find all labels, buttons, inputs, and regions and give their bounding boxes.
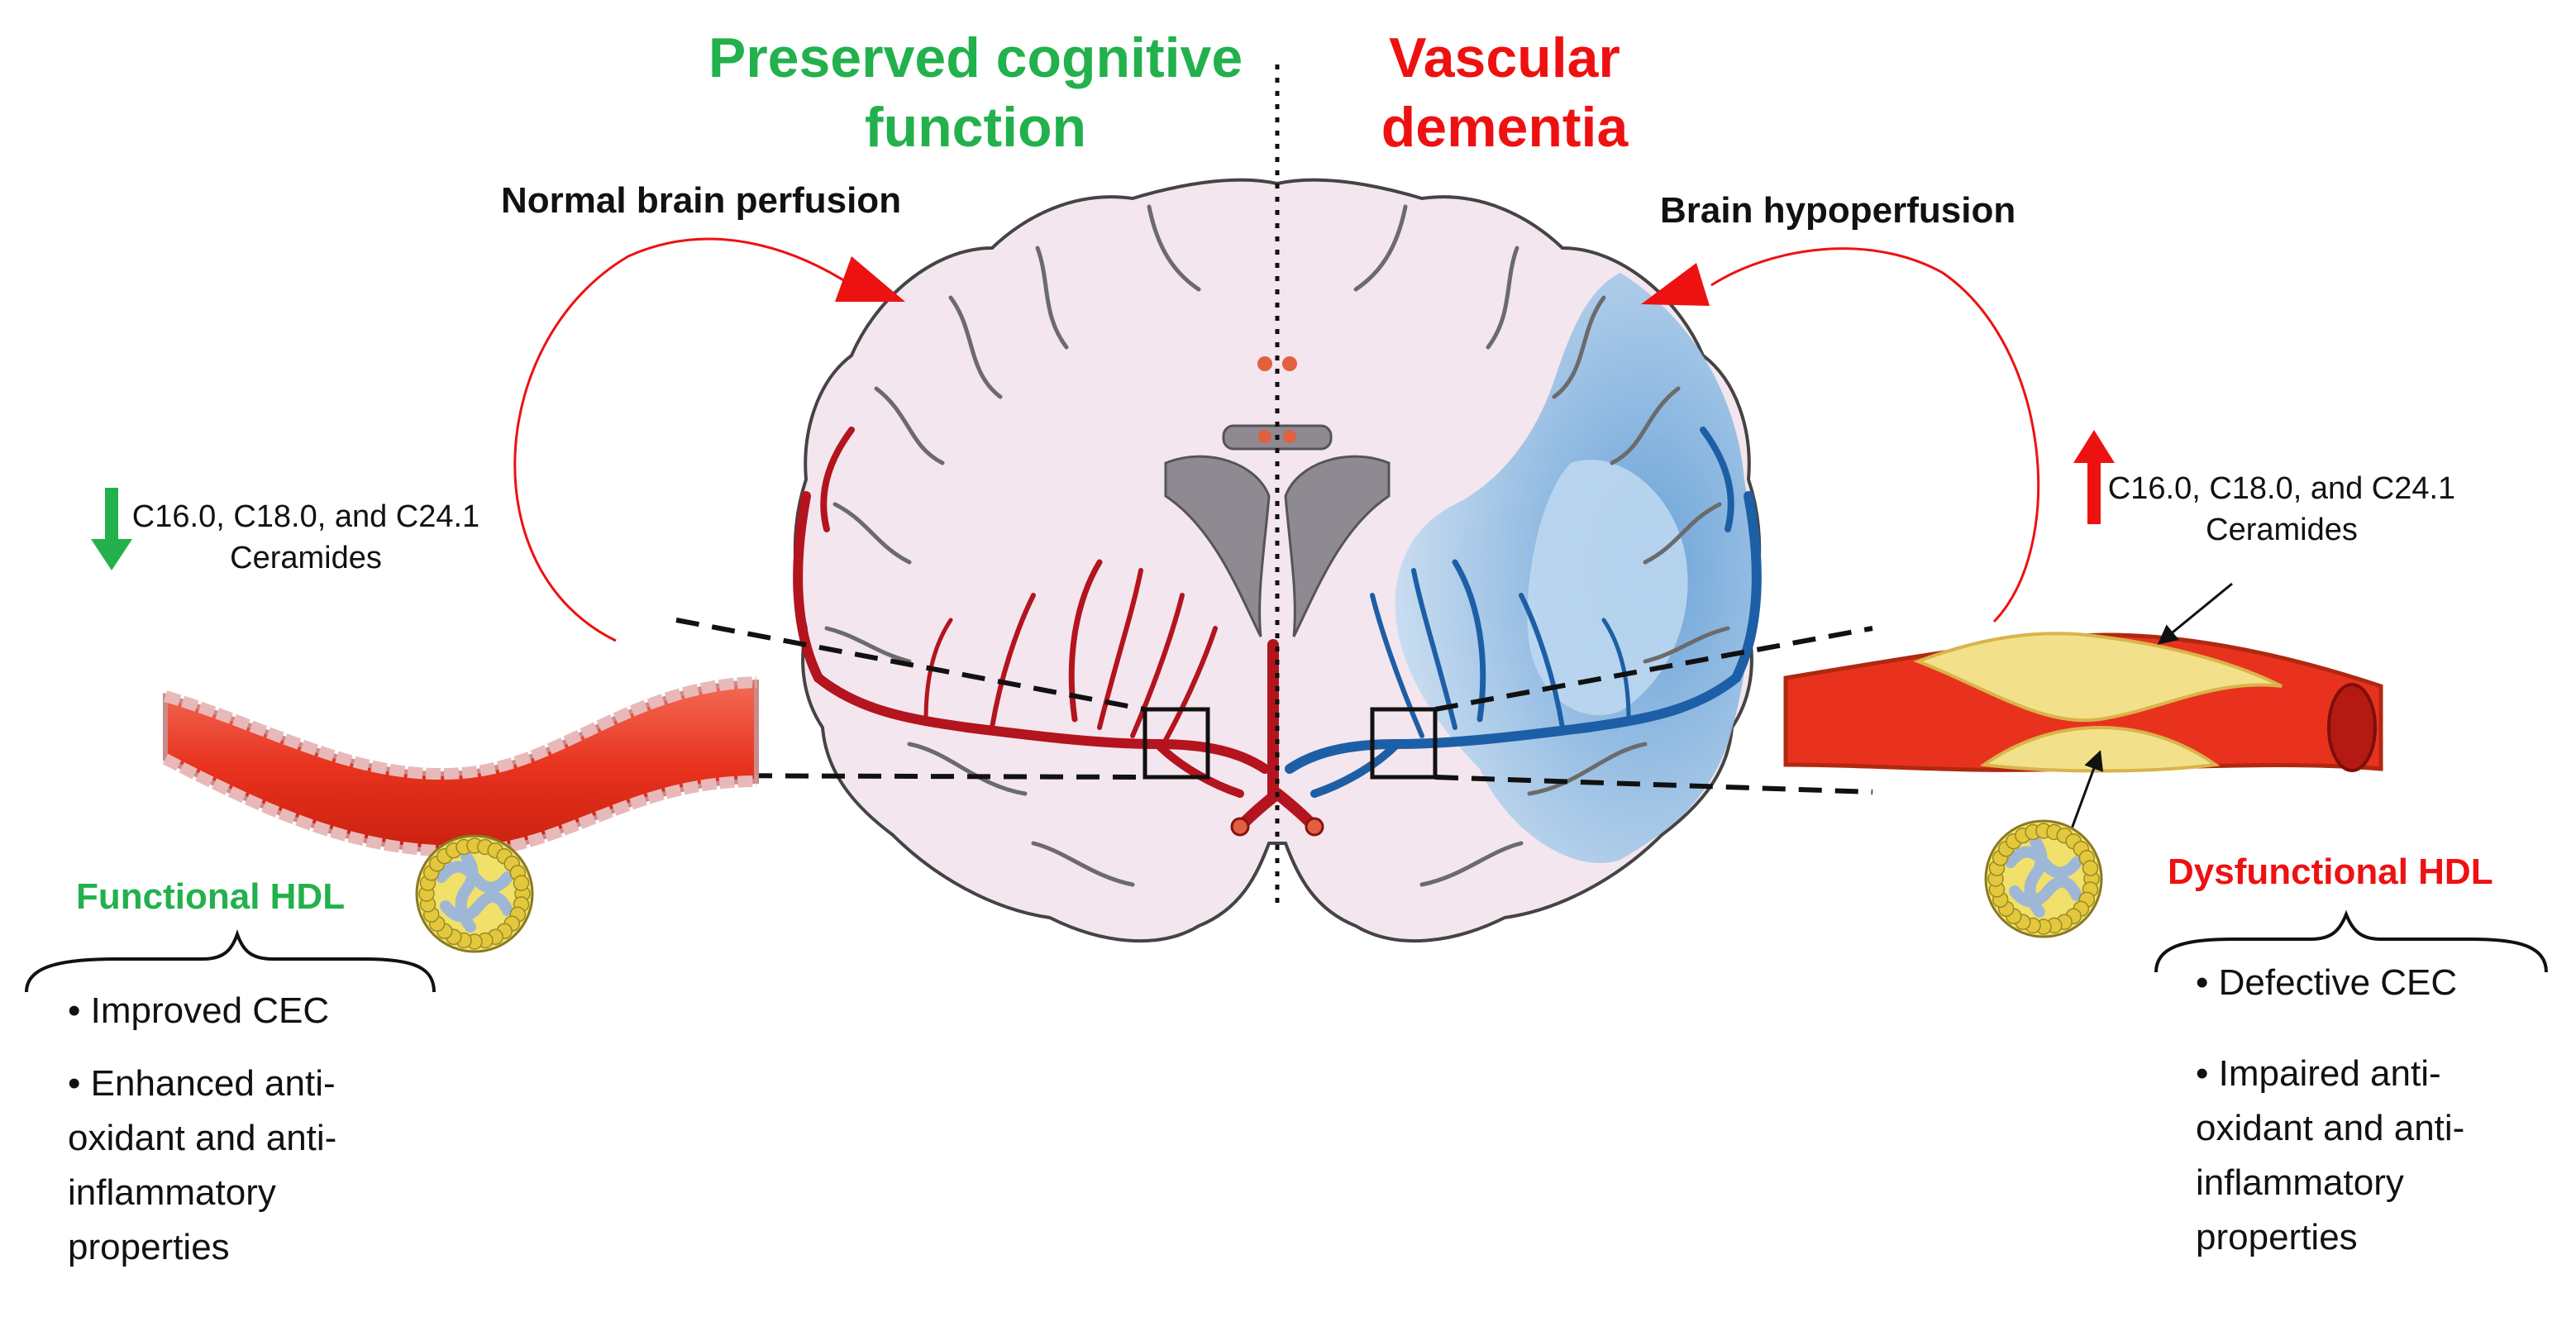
left-point-2-line-1: • Enhanced anti- bbox=[68, 1063, 336, 1104]
hdl-particle-icon bbox=[1984, 819, 2103, 938]
title-preserved-cognitive-function: Preserved cognitive function bbox=[703, 23, 1248, 162]
right-point-2-line-2: oxidant and anti- bbox=[2196, 1108, 2465, 1148]
normal-perfusion-arrowhead bbox=[835, 256, 905, 302]
plaque-top bbox=[1913, 632, 2283, 723]
hypoperfusion-arrow bbox=[1710, 247, 2040, 623]
title-left-line-2: function bbox=[864, 96, 1087, 159]
lipid-dot bbox=[2082, 860, 2099, 876]
apolipoprotein-strand bbox=[436, 851, 513, 933]
ceramides-left: C16.0, C18.0, and C24.1 Ceramides bbox=[124, 496, 488, 579]
brain-coronal-section bbox=[793, 178, 1762, 943]
left-point-2-line-4: properties bbox=[68, 1227, 230, 1267]
title-left-line-1: Preserved cognitive bbox=[708, 26, 1243, 89]
apolipoprotein-strand bbox=[2005, 836, 2082, 918]
title-right-line-2: dementia bbox=[1381, 96, 1629, 159]
brace-right bbox=[2154, 909, 2548, 973]
right-properties-list: • Defective CEC • Impaired anti- oxidant… bbox=[2196, 956, 2464, 1265]
right-point-2-line-3: inflammatory bbox=[2196, 1162, 2404, 1203]
right-point-1: • Defective CEC bbox=[2196, 962, 2458, 1003]
title-right-line-1: Vascular bbox=[1389, 26, 1620, 89]
ceramides-right-line-2: Ceramides bbox=[2206, 513, 2358, 547]
label-brain-hypoperfusion: Brain hypoperfusion bbox=[1660, 190, 2016, 231]
zoom-box-right bbox=[1370, 707, 1438, 780]
brain-sulci bbox=[824, 204, 1730, 887]
label-functional-hdl: Functional HDL bbox=[76, 876, 346, 917]
left-point-2-line-3: inflammatory bbox=[68, 1172, 276, 1213]
hdl-particle-icon bbox=[415, 834, 534, 953]
atherosclerotic-artery bbox=[1783, 632, 2383, 773]
label-dysfunctional-hdl: Dysfunctional HDL bbox=[2168, 852, 2493, 892]
red-up-arrow-icon bbox=[2073, 430, 2115, 524]
green-down-arrow-icon bbox=[91, 488, 132, 570]
ceramides-right: C16.0, C18.0, and C24.1 Ceramides bbox=[2100, 468, 2464, 551]
left-point-1: • Improved CEC bbox=[68, 990, 330, 1031]
title-vascular-dementia: Vascular dementia bbox=[1339, 23, 1670, 162]
healthy-artery bbox=[162, 676, 759, 858]
left-point-2-line-2: oxidant and anti- bbox=[68, 1118, 337, 1158]
brainstem-vessels bbox=[1230, 817, 1324, 837]
ceramides-right-line-1: C16.0, C18.0, and C24.1 bbox=[2107, 471, 2456, 506]
ceramides-left-line-2: Ceramides bbox=[230, 541, 382, 575]
plaque-bottom bbox=[1979, 725, 2221, 773]
right-point-2-line-4: properties bbox=[2196, 1217, 2358, 1257]
brace-left bbox=[25, 928, 436, 993]
hypoperfusion-arrowhead bbox=[1641, 263, 1710, 306]
ceramides-left-line-1: C16.0, C18.0, and C24.1 bbox=[131, 499, 480, 534]
hdl-pointer-arrow bbox=[2069, 750, 2104, 832]
left-properties-list: • Improved CEC • Enhanced anti- oxidant … bbox=[68, 984, 336, 1275]
label-normal-brain-perfusion: Normal brain perfusion bbox=[501, 180, 902, 221]
right-point-2-line-1: • Impaired anti- bbox=[2196, 1053, 2441, 1094]
normal-perfusion-arrow bbox=[513, 237, 852, 642]
ceramide-pointer-arrow bbox=[2157, 582, 2233, 645]
lipid-dot bbox=[513, 875, 530, 891]
zoom-box-left bbox=[1143, 707, 1210, 780]
